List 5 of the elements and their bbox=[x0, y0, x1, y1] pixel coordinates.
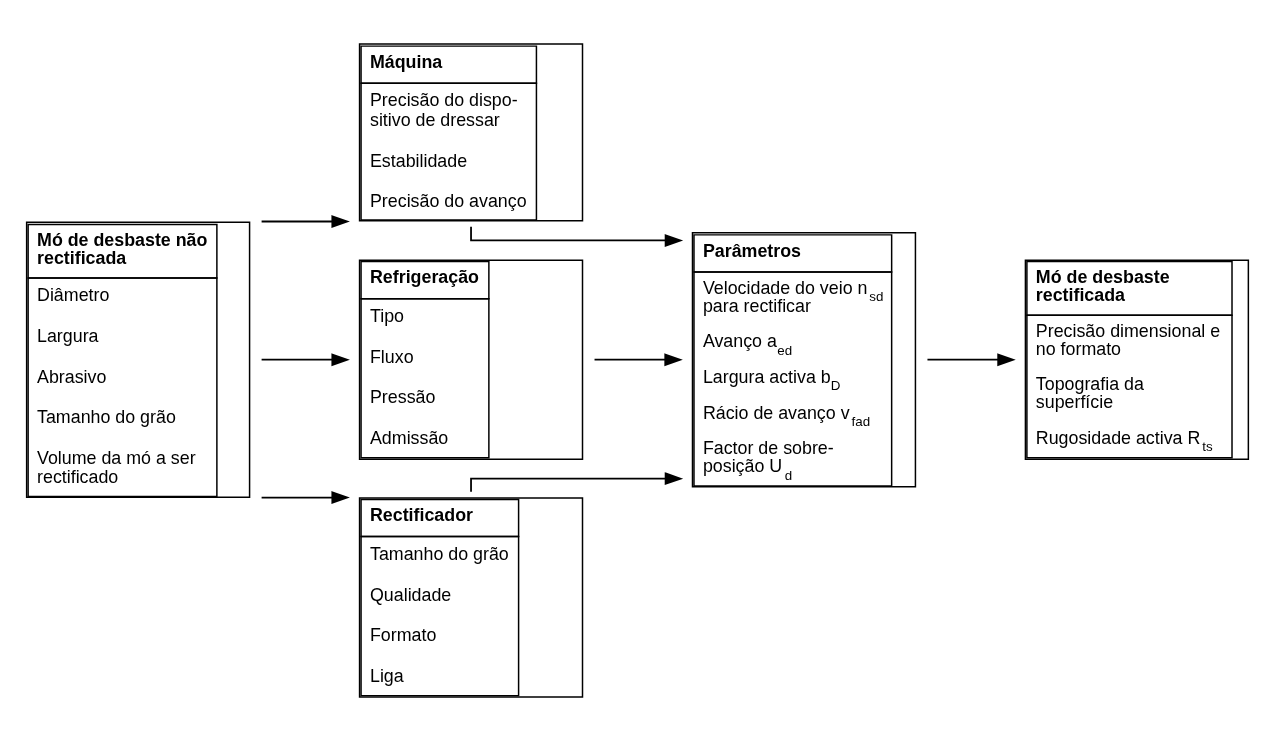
arrow bbox=[926, 352, 1016, 366]
arrow bbox=[260, 352, 350, 366]
arrow bbox=[593, 352, 683, 366]
arrow bbox=[260, 214, 350, 228]
arrow bbox=[260, 490, 350, 504]
